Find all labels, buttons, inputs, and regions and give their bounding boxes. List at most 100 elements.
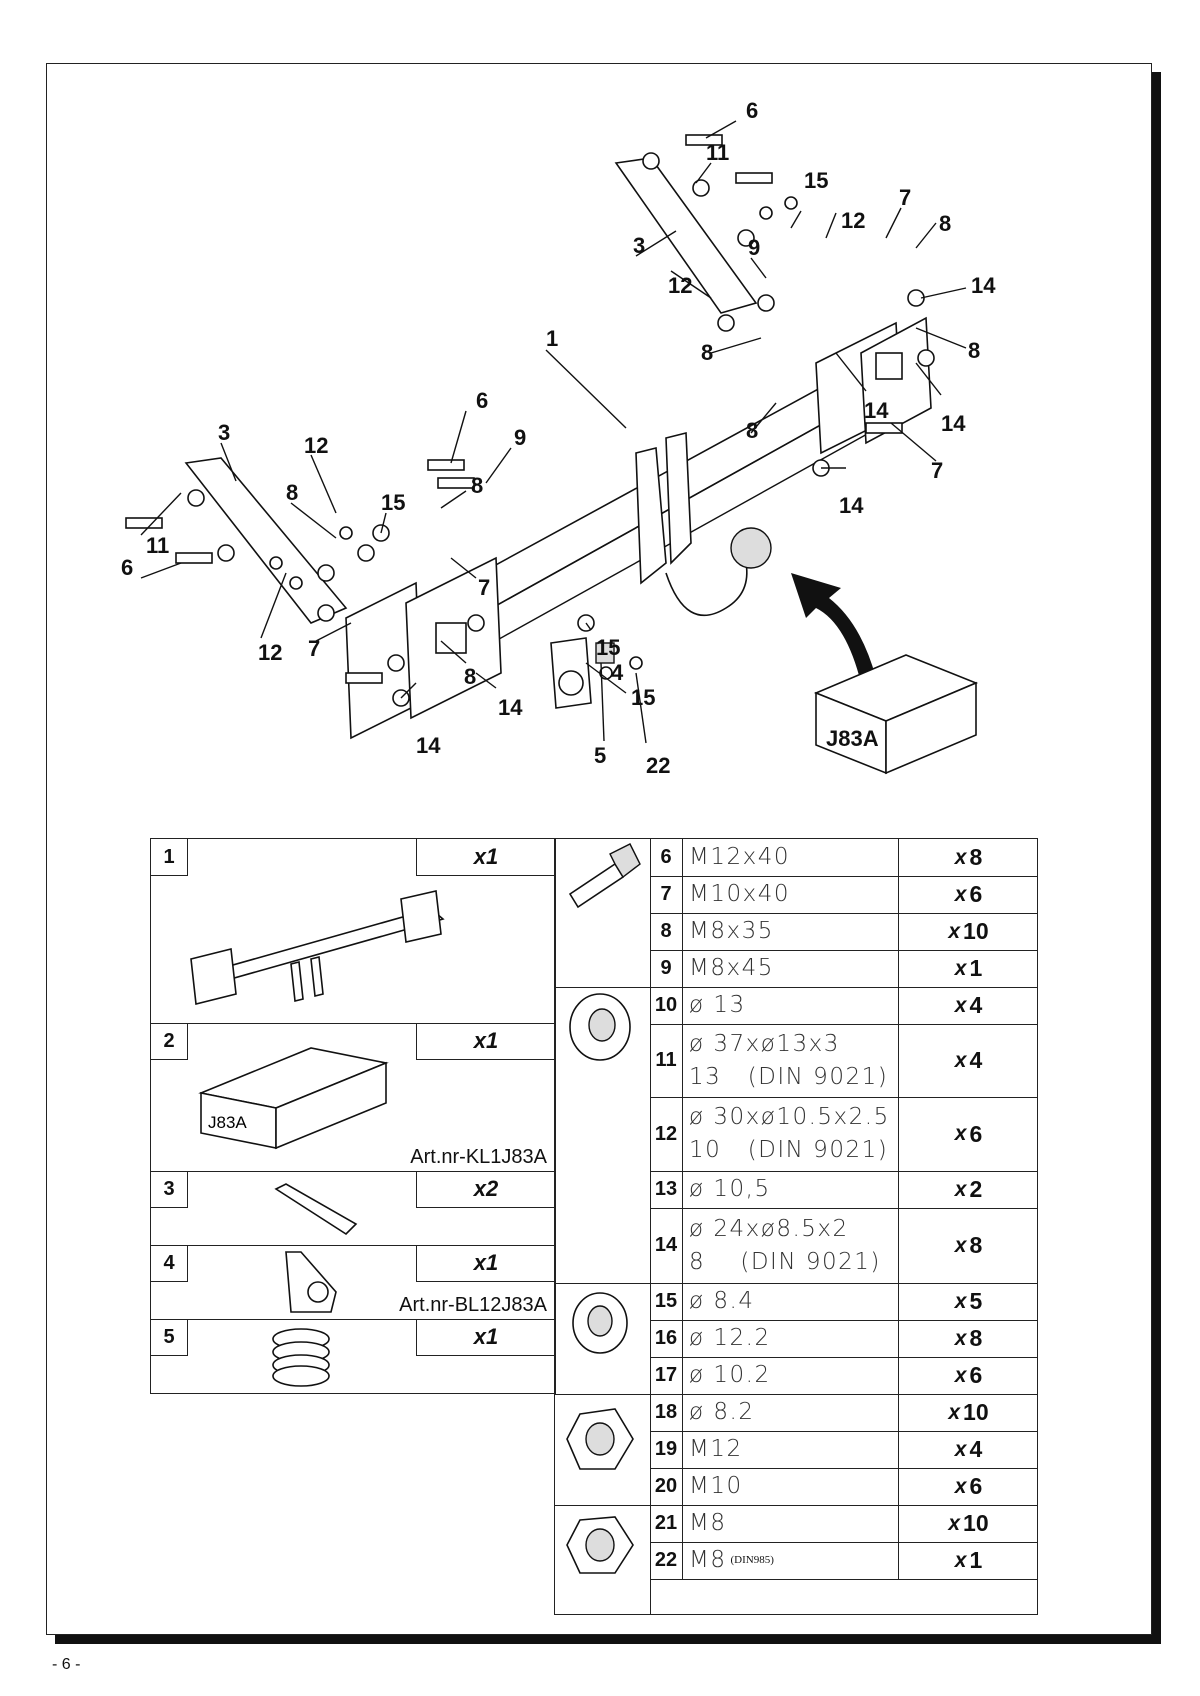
hardware-size: M10	[683, 1468, 899, 1505]
kit-box: J83A	[813, 654, 979, 775]
qty-prefix: x	[954, 1437, 967, 1461]
qty-value: 10	[963, 1510, 989, 1536]
qty-prefix: x	[954, 1326, 967, 1350]
hardware-number: 8	[650, 913, 683, 950]
hardware-size-text: 8 (DIN 9021)	[689, 1248, 881, 1275]
hardware-size-text: ø 30xø10.5x2.5	[689, 1104, 890, 1130]
hardware-size-text: ø 12.2	[689, 1325, 771, 1351]
qty-prefix: x	[954, 882, 967, 906]
qty-prefix: x	[954, 1548, 967, 1572]
kit-item-qty: x1	[416, 839, 555, 876]
qty-prefix: x	[954, 1289, 967, 1313]
hardware-number: 20	[650, 1468, 683, 1505]
hardware-number: 21	[650, 1505, 683, 1542]
hardware-size-text: M12	[689, 1436, 743, 1462]
qty-value: 8	[969, 844, 983, 870]
hardware-size-text: ø 37xø13x3	[689, 1030, 840, 1057]
hardware-size-text: M8x45	[689, 955, 774, 981]
qty-prefix: x	[954, 1474, 967, 1498]
hardware-number: 19	[650, 1431, 683, 1468]
callout: 3	[633, 233, 645, 258]
callout: 8	[939, 211, 951, 236]
qty-prefix: x	[954, 1363, 967, 1387]
callout: 6	[121, 555, 133, 580]
qty-value: 4	[969, 1436, 983, 1462]
hardware-size: M12x40	[683, 839, 899, 876]
hardware-number: 9	[650, 950, 683, 987]
hardware-size: ø 10,5	[683, 1171, 899, 1208]
qty-prefix: x	[948, 1400, 961, 1424]
hardware-number: 15	[650, 1283, 683, 1320]
page-number: - 6 -	[52, 1656, 81, 1673]
hardware-number: 12	[650, 1097, 683, 1171]
hardware-size: M8	[683, 1505, 899, 1542]
qty-prefix: x	[954, 993, 967, 1017]
callout: 15	[804, 168, 828, 193]
fasteners	[125, 134, 935, 707]
hardware-size: M12	[683, 1431, 899, 1468]
callout: 12	[258, 640, 282, 665]
hardware-size-text: ø 10,5	[689, 1176, 771, 1202]
qty-value: 6	[969, 1362, 983, 1388]
callout: 14	[498, 695, 523, 720]
callouts: 1 3 3 6 6 6 7 7 7 7 8 8 8 8 8 8 8 9 9 11…	[121, 98, 996, 778]
lock-nut-icon	[555, 1505, 651, 1614]
callout: 12	[668, 273, 692, 298]
callout: 14	[839, 493, 864, 518]
spring-washer-icon	[555, 1283, 651, 1394]
qty-value: 1	[969, 955, 983, 981]
tow-ball-neck	[665, 562, 748, 617]
callout: 7	[931, 458, 943, 483]
hardware-number: 18	[650, 1394, 683, 1431]
box-label: J83A	[826, 726, 879, 751]
callout: 14	[416, 733, 441, 758]
kit-item-number: 3	[151, 1171, 188, 1208]
callout: 14	[971, 273, 996, 298]
kit-box-label: J83A	[208, 1113, 247, 1132]
hardware-number: 13	[650, 1171, 683, 1208]
lock-nut-group	[555, 1505, 1037, 1614]
hardware-size: ø 37xø13x3 13 (DIN 9021)	[683, 1024, 899, 1097]
kit-item-number: 5	[151, 1319, 188, 1356]
qty-prefix: x	[948, 1511, 961, 1535]
qty-value: 6	[969, 881, 983, 907]
kit-item-1: 1 x1	[151, 839, 555, 1024]
callout: 1	[546, 326, 558, 351]
callout: 15	[631, 685, 655, 710]
callout: 8	[968, 338, 980, 363]
mount-plate-thumbnail	[274, 1183, 358, 1236]
callout: 15	[381, 490, 405, 515]
hardware-number: 11	[650, 1024, 683, 1097]
hardware-size-note: (DIN985)	[730, 1554, 774, 1566]
qty-prefix: x	[954, 1177, 967, 1201]
mount-plate-right	[614, 157, 758, 314]
hardware-size-text: M10	[689, 1473, 743, 1499]
hardware-size-text: 13 (DIN 9021)	[689, 1063, 889, 1090]
bolt-icon	[555, 839, 651, 987]
qty-value: 1	[969, 1547, 983, 1573]
hardware-size-text: 10 (DIN 9021)	[689, 1137, 889, 1163]
callout: 6	[476, 388, 488, 413]
hardware-number: 7	[650, 876, 683, 913]
kit-item-qty: x1	[416, 1245, 555, 1282]
callout: 22	[646, 753, 670, 778]
qty-prefix: x	[954, 956, 967, 980]
kit-item-qty: x1	[416, 1319, 555, 1356]
qty-value: 2	[969, 1176, 983, 1202]
